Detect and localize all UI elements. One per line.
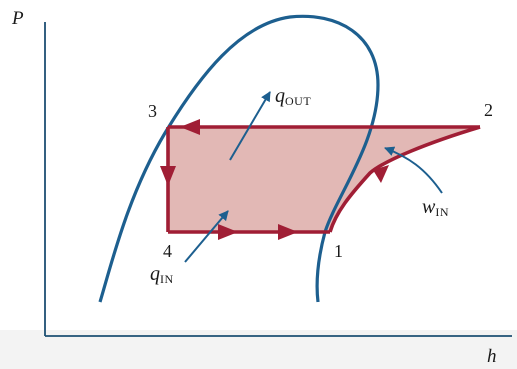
arrowhead-4-1-b xyxy=(278,224,298,240)
q-out-symbol: q xyxy=(275,85,285,107)
state-1-label: 1 xyxy=(334,241,343,261)
q-out-label: qOUT xyxy=(275,85,311,108)
w-in-subscript: IN xyxy=(435,205,449,219)
state-2-label: 2 xyxy=(484,100,493,120)
process-1-2 xyxy=(328,125,481,233)
w-in-arrow xyxy=(384,146,443,194)
arrowhead-4-1-a xyxy=(218,224,238,240)
arrowhead-1-2 xyxy=(373,165,389,183)
q-out-arrow xyxy=(229,91,271,161)
q-out-subscript: OUT xyxy=(285,94,311,108)
arrowhead-2-3 xyxy=(180,119,200,135)
q-in-label: qIN xyxy=(150,263,174,286)
w-in-label: wIN xyxy=(422,196,449,219)
arrowhead-3-4 xyxy=(160,166,176,186)
q-in-subscript: IN xyxy=(160,272,174,286)
q-in-symbol: q xyxy=(150,263,160,285)
cycle-arrowheads xyxy=(160,119,389,240)
q-in-arrow xyxy=(184,210,229,263)
state-4-label: 4 xyxy=(163,241,172,261)
state-3-label: 3 xyxy=(148,101,157,121)
y-axis-label: P xyxy=(11,8,24,29)
x-axis-label: h xyxy=(487,346,497,367)
w-in-symbol: w xyxy=(422,196,436,218)
